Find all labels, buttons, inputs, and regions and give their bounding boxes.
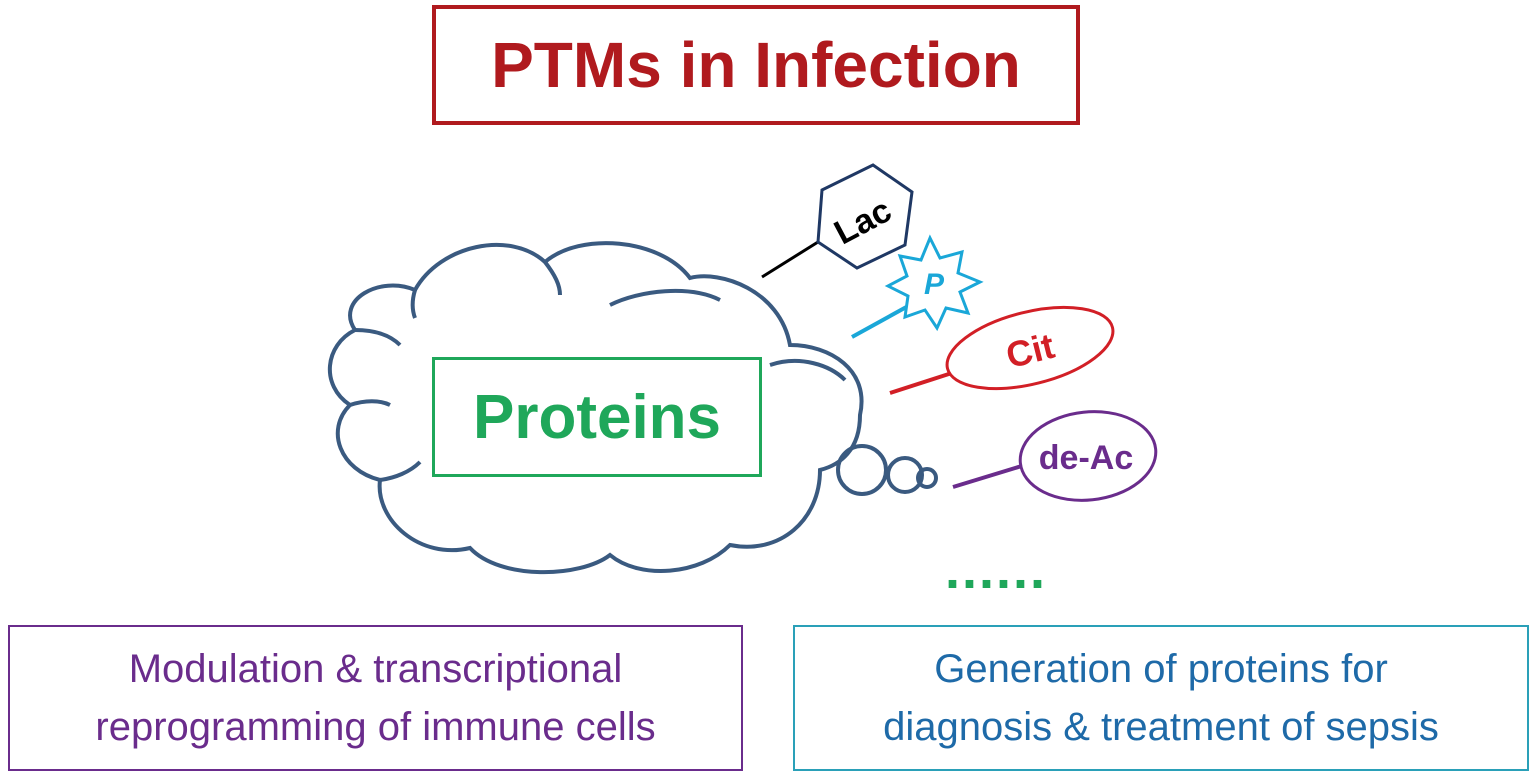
proteins-label: Proteins bbox=[472, 382, 722, 452]
sepsis-line-1: Generation of proteins for bbox=[934, 647, 1388, 691]
sepsis-box: Generation of proteins for diagnosis & t… bbox=[793, 625, 1529, 771]
cloud-inner-arc bbox=[609, 289, 721, 307]
thought-bubble-small bbox=[916, 467, 938, 489]
cloud-inner-arc bbox=[349, 399, 391, 407]
cloud-inner-arc bbox=[354, 328, 402, 347]
deac-label: de-Ac bbox=[1039, 439, 1133, 477]
cloud-inner-arc bbox=[769, 358, 847, 382]
phospho-connector bbox=[851, 303, 911, 339]
sepsis-line-2: diagnosis & treatment of sepsis bbox=[883, 705, 1439, 749]
ellipsis-dots: ...... bbox=[945, 540, 1047, 600]
cit-connector bbox=[889, 370, 956, 395]
thought-bubble-large bbox=[836, 444, 888, 496]
proteins-box: Proteins bbox=[432, 357, 762, 477]
lac-hexagon bbox=[816, 163, 914, 270]
deac-connector bbox=[952, 463, 1026, 489]
lac-connector bbox=[761, 240, 819, 279]
immune-cells-line-1: Modulation & transcriptional bbox=[128, 647, 623, 691]
cit-ellipse bbox=[945, 305, 1115, 391]
cloud-inner-arc bbox=[410, 289, 417, 319]
deac-ellipse bbox=[1018, 410, 1158, 502]
diagram-title: PTMs in Infection bbox=[491, 29, 1021, 101]
phospho-label: P bbox=[924, 268, 945, 301]
cloud-inner-arc bbox=[379, 460, 422, 482]
thought-bubble-medium bbox=[886, 456, 924, 494]
phospho-star bbox=[884, 234, 984, 332]
title-box: PTMs in Infection bbox=[432, 5, 1080, 125]
immune-cells-box: Modulation & transcriptional reprogrammi… bbox=[8, 625, 743, 771]
cloud-inner-arc bbox=[543, 260, 562, 296]
immune-cells-line-2: reprogramming of immune cells bbox=[95, 705, 656, 749]
protein-cloud bbox=[327, 241, 864, 575]
